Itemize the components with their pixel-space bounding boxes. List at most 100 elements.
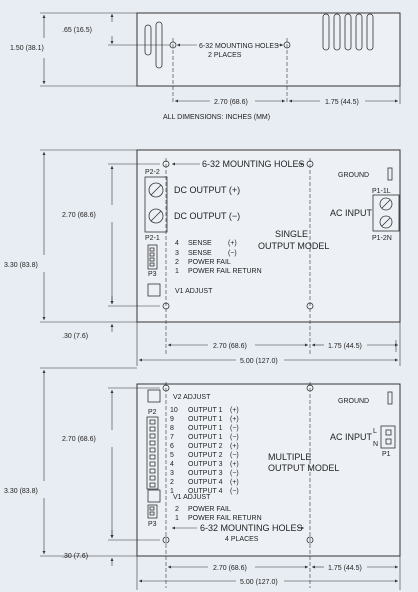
single-span-dim: 2.70 (68.6) bbox=[213, 343, 247, 350]
multiple-ground-label: GROUND bbox=[338, 398, 369, 405]
pf-num: 1 bbox=[175, 515, 179, 522]
multiple-p3-label: P3 bbox=[148, 521, 157, 528]
multiple-span-dim: 2.70 (68.6) bbox=[213, 565, 247, 572]
p2-connector bbox=[146, 416, 159, 490]
single-title-line1: SINGLE bbox=[275, 229, 308, 239]
output-num: 6 bbox=[170, 443, 174, 450]
dc-output-pos: DC OUTPUT (+) bbox=[174, 185, 240, 195]
output-name: OUTPUT 4 bbox=[188, 488, 223, 495]
single-total-height-dim: 3.30 (83.8) bbox=[4, 262, 38, 269]
vent-slot bbox=[344, 13, 352, 51]
multiple-title-line1: MULTIPLE bbox=[268, 452, 311, 462]
p2-pin-slots bbox=[149, 419, 156, 488]
ac-terminal-block bbox=[372, 194, 400, 232]
output-name: OUTPUT 1 bbox=[188, 434, 223, 441]
pin-sign: (+) bbox=[228, 240, 237, 247]
output-name: OUTPUT 2 bbox=[188, 443, 223, 450]
top-span-dim: 2.70 (68.6) bbox=[214, 99, 248, 106]
v2-adjust: V2 ADJUST bbox=[173, 394, 211, 401]
single-bottom-dim: .30 (7.6) bbox=[62, 333, 88, 340]
p1-1l-label: P1-1L bbox=[372, 188, 391, 195]
top-view: 1.50 (38.1) .65 (16.5) 6-32 MOUNTING HOL… bbox=[10, 12, 401, 121]
vent-slot bbox=[144, 24, 152, 56]
ac-n-screw-icon bbox=[379, 215, 393, 229]
mounting-hole bbox=[162, 536, 170, 544]
dc-neg-screw-icon bbox=[148, 208, 164, 224]
ground-stud-icon bbox=[387, 167, 393, 181]
v2-adjust-pot-icon bbox=[147, 389, 161, 403]
vent-slot bbox=[322, 13, 330, 51]
single-p3-label: P3 bbox=[148, 271, 157, 278]
dc-pos-screw-icon bbox=[148, 182, 164, 198]
output-num: 7 bbox=[170, 434, 174, 441]
p2-1-label: P2-1 bbox=[145, 235, 160, 242]
output-name: OUTPUT 3 bbox=[188, 470, 223, 477]
single-width-dim: 5.00 (127.0) bbox=[240, 358, 278, 365]
output-name: OUTPUT 3 bbox=[188, 461, 223, 468]
output-sign: (−) bbox=[230, 434, 239, 441]
multiple-width-dim: 5.00 (127.0) bbox=[240, 579, 278, 586]
top-offset-dim: .65 (16.5) bbox=[62, 27, 92, 34]
pin-num: 1 bbox=[175, 268, 179, 275]
output-name: OUTPUT 1 bbox=[188, 407, 223, 414]
multiple-p2-label: P2 bbox=[148, 409, 157, 416]
output-sign: (−) bbox=[230, 425, 239, 432]
single-ground-label: GROUND bbox=[338, 172, 369, 179]
ac-n-label: N bbox=[373, 441, 378, 448]
multiple-ac-input: AC INPUT bbox=[330, 432, 373, 442]
ac-l-label: L bbox=[373, 428, 377, 435]
pin-name: SENSE bbox=[188, 240, 212, 247]
pin-num: 2 bbox=[175, 259, 179, 266]
single-height-dim: 2.70 (68.6) bbox=[62, 212, 96, 219]
output-name: OUTPUT 1 bbox=[188, 425, 223, 432]
v1-adjust-pot-icon bbox=[147, 489, 161, 503]
pin-name: POWER FAIL bbox=[188, 259, 231, 266]
single-chassis bbox=[136, 149, 401, 323]
multiple-title-line2: OUTPUT MODEL bbox=[268, 463, 339, 473]
pf-num: 2 bbox=[175, 506, 179, 513]
multiple-p1-label: P1 bbox=[382, 451, 391, 458]
dc-terminal-block bbox=[144, 176, 168, 233]
top-holes-label: 6-32 MOUNTING HOLES bbox=[199, 43, 279, 50]
pin-num: 4 bbox=[175, 240, 179, 247]
single-v1-adjust: V1 ADJUST bbox=[175, 288, 213, 295]
dc-output-neg: DC OUTPUT (−) bbox=[174, 211, 240, 221]
output-sign: (+) bbox=[230, 461, 239, 468]
top-edge-dim: 1.75 (44.5) bbox=[325, 99, 359, 106]
multiple-total-height-dim: 3.30 (83.8) bbox=[4, 488, 38, 495]
output-sign: (+) bbox=[230, 479, 239, 486]
output-sign: (−) bbox=[230, 470, 239, 477]
pin-sign: (−) bbox=[228, 250, 237, 257]
top-height-dim: 1.50 (38.1) bbox=[10, 45, 44, 52]
vent-slot bbox=[333, 13, 341, 51]
single-edge-dim: 1.75 (44.5) bbox=[328, 343, 362, 350]
output-num: 4 bbox=[170, 461, 174, 468]
output-name: OUTPUT 2 bbox=[188, 452, 223, 459]
p2-2-label: P2-2 bbox=[145, 169, 160, 176]
v1-adjust-pot-icon bbox=[147, 283, 161, 297]
pf-name: POWER FAIL bbox=[188, 506, 231, 513]
output-sign: (−) bbox=[230, 452, 239, 459]
vent-slot bbox=[366, 13, 374, 51]
ac-l-screw-icon bbox=[379, 197, 393, 211]
output-num: 9 bbox=[170, 416, 174, 423]
output-num: 1 bbox=[170, 488, 174, 495]
ac-connector bbox=[380, 425, 396, 449]
mounting-hole bbox=[306, 536, 314, 544]
output-num: 3 bbox=[170, 470, 174, 477]
vent-slot bbox=[355, 13, 363, 51]
output-sign: (+) bbox=[230, 443, 239, 450]
pf-name: POWER FAIL RETURN bbox=[188, 515, 262, 522]
multiple-chassis bbox=[136, 383, 401, 557]
multiple-output-list: 10 OUTPUT 1 (+) 9 OUTPUT 1 (+) 8 OUTPUT … bbox=[170, 407, 239, 495]
multiple-holes-count: 4 PLACES bbox=[225, 536, 259, 543]
output-name: OUTPUT 1 bbox=[188, 416, 223, 423]
output-sign: (+) bbox=[230, 407, 239, 414]
multiple-output-view: V2 ADJUST GROUND P2 10 OUTPUT 1 (+) 9 OU… bbox=[4, 367, 401, 590]
output-num: 2 bbox=[170, 479, 174, 486]
multiple-bottom-dim: .30 (7.6) bbox=[62, 553, 88, 560]
multiple-holes-label: 6-32 MOUNTING HOLES bbox=[200, 523, 303, 533]
output-sign: (+) bbox=[230, 416, 239, 423]
single-holes-label: 6-32 MOUNTING HOLES bbox=[202, 159, 305, 169]
